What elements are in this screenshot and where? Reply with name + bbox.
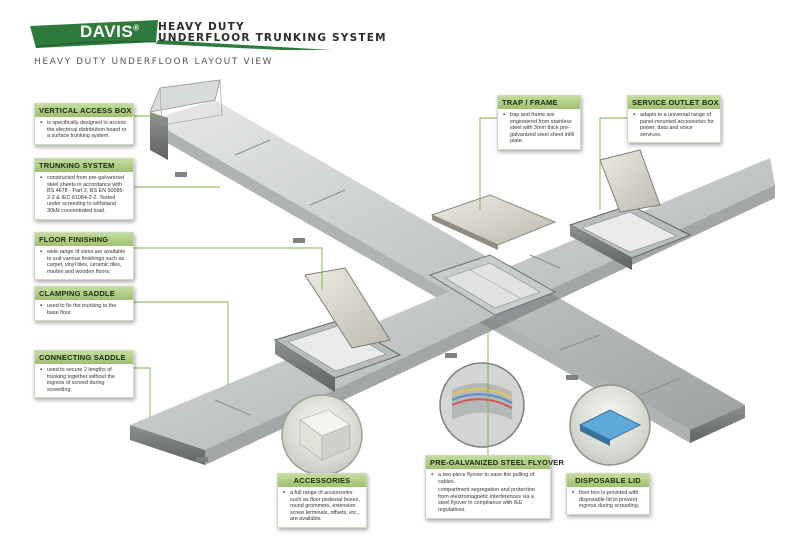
- callout-accessories: ACCESSORIES ▪a full range of accessories…: [277, 473, 367, 528]
- page-subtitle: HEAVY DUTY UNDERFLOOR LAYOUT VIEW: [34, 57, 274, 67]
- flyover-inset: [439, 362, 525, 448]
- davis-logo: DAVIS®: [28, 16, 368, 50]
- accessories-inset: [281, 394, 363, 476]
- clamping-saddles: [175, 172, 578, 462]
- callout-title: TRAP / FRAME: [498, 96, 580, 109]
- bullet-icon: ▪: [40, 120, 43, 126]
- main-trunk: [150, 100, 745, 443]
- bullet-icon: ▪: [40, 175, 43, 181]
- leader-lines: [134, 115, 627, 455]
- callout-title: CONNECTING SADDLE: [35, 351, 133, 364]
- callout-title: TRUNKING SYSTEM: [35, 159, 133, 172]
- logo-wordmark: DAVIS®: [80, 22, 140, 41]
- callout-service-outlet-box: SERVICE OUTLET BOX ▪adapts to a universa…: [627, 95, 721, 144]
- callout-flyover: PRE-GALVANIZED STEEL FLYOVER ▪ a two-pie…: [425, 455, 564, 519]
- left-service-outlet-box: [273, 267, 402, 392]
- bullet-icon: ▪: [633, 112, 636, 118]
- callout-trunking-system: TRUNKING SYSTEM ▪constructed from pre-ga…: [34, 158, 134, 220]
- callout-title: SERVICE OUTLET BOX: [628, 96, 720, 109]
- bullet-icon: ▪: [503, 112, 506, 118]
- bullet-icon: ▪: [572, 490, 575, 496]
- callout-title: PRE-GALVANIZED STEEL FLYOVER: [426, 456, 564, 469]
- logo-swoosh-icon: [30, 20, 332, 50]
- callout-floor-finishing: FLOOR FINISHING ▪wide range of sizes are…: [34, 232, 134, 281]
- brand-title: HEAVY DUTY UNDERFLOOR TRUNKING SYSTEM: [158, 21, 387, 44]
- callout-disposable-lid: DISPOSABLE LID ▪floor box is provided wi…: [566, 473, 650, 515]
- callout-connecting-saddle: CONNECTING SADDLE ▪used to secure 2 leng…: [34, 350, 134, 399]
- callout-title: FLOOR FINISHING: [35, 233, 133, 246]
- disposable-lid-inset: [569, 384, 651, 466]
- trap-frame-plate: [430, 194, 557, 250]
- callout-title: ACCESSORIES: [278, 474, 366, 487]
- bullet-icon: ▪: [40, 249, 43, 255]
- callout-clamping-saddle: CLAMPING SADDLE ▪used to fix the trunkin…: [34, 286, 134, 322]
- bullet-icon: ▪: [431, 472, 434, 478]
- bullet-icon: ▪: [40, 303, 43, 309]
- callout-vertical-access-box: VERTICAL ACCESS BOX ▪is specifically des…: [34, 103, 134, 145]
- callout-title: CLAMPING SADDLE: [35, 287, 133, 300]
- callout-title: VERTICAL ACCESS BOX: [35, 104, 133, 117]
- callout-trap-frame: TRAP / FRAME ▪trap and frame are enginee…: [497, 95, 581, 150]
- bullet-icon: ▪: [40, 367, 43, 373]
- right-service-outlet-box: [568, 149, 692, 270]
- bullet-icon: ▪: [283, 490, 286, 496]
- callout-title: DISPOSABLE LID: [567, 474, 649, 487]
- center-junction-box: [428, 254, 557, 316]
- vertical-access-box: [149, 79, 223, 160]
